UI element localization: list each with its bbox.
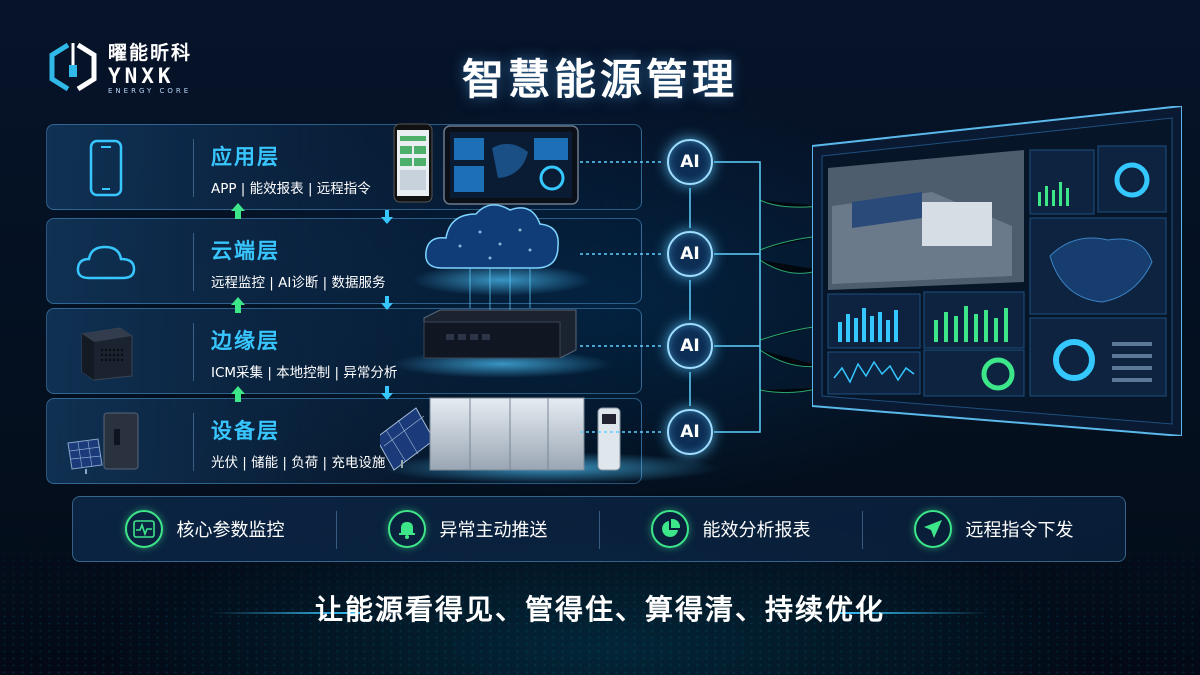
feature-item: 远程指令下发 bbox=[862, 497, 1125, 561]
layer-description: 远程监控 | AI诊断 | 数据服务 bbox=[211, 275, 386, 291]
feature-label: 异常主动推送 bbox=[439, 520, 548, 541]
feature-item: 异常主动推送 bbox=[336, 497, 599, 561]
layer-name: 边缘层 bbox=[211, 329, 280, 353]
feature-item: 能效分析报表 bbox=[599, 497, 862, 561]
down-arrow-icon bbox=[381, 210, 393, 224]
page-title: 智慧能源管理 bbox=[461, 55, 738, 104]
up-arrow-icon bbox=[231, 297, 245, 313]
pulse-monitor-icon bbox=[124, 510, 163, 548]
layer-name: 云端层 bbox=[211, 239, 280, 263]
architecture-illustration bbox=[380, 123, 720, 484]
feature-item: 核心参数监控 bbox=[73, 497, 336, 561]
ai-connectors bbox=[580, 161, 820, 433]
ynxk-logo-icon bbox=[49, 42, 97, 91]
up-arrow-icon bbox=[231, 203, 245, 219]
edge-box-icon bbox=[61, 317, 151, 387]
ai-node: AI bbox=[667, 323, 713, 369]
solar-storage-icon bbox=[61, 407, 151, 477]
slogan-line-left bbox=[210, 612, 360, 614]
down-arrow-icon bbox=[381, 386, 393, 400]
layer-name: 设备层 bbox=[211, 419, 280, 443]
slogan: 让能源看得见、管得住、算得清、持续优化 bbox=[314, 593, 885, 626]
layer-divider bbox=[193, 323, 194, 381]
layer-divider bbox=[193, 233, 194, 291]
pie-chart-icon bbox=[650, 510, 689, 548]
layer-divider bbox=[193, 139, 194, 197]
ai-node: AI bbox=[667, 409, 713, 455]
layer-description: 光伏 | 储能 | 负荷 | 充电设施 bbox=[211, 455, 386, 471]
up-arrow-icon bbox=[231, 386, 245, 402]
smartphone-icon bbox=[61, 133, 151, 203]
layer-description: APP | 能效报表 | 远程指令 bbox=[211, 181, 371, 197]
layer-divider bbox=[193, 413, 194, 471]
bell-icon bbox=[387, 510, 426, 548]
cloud-icon bbox=[61, 227, 151, 297]
ai-node: AI bbox=[667, 139, 713, 185]
send-icon bbox=[913, 510, 952, 548]
feature-label: 能效分析报表 bbox=[702, 520, 811, 541]
dashboard-monitor-image bbox=[812, 106, 1182, 436]
slogan-line-right bbox=[840, 612, 990, 614]
down-arrow-icon bbox=[381, 296, 393, 310]
ai-node: AI bbox=[667, 231, 713, 277]
brand-name-en: YNXK bbox=[108, 64, 175, 88]
brand-tagline: ENERGY CORE bbox=[108, 87, 192, 95]
layer-description: ICM采集 | 本地控制 | 异常分析 bbox=[211, 365, 398, 381]
brand-name-cn: 曜能昕科 bbox=[108, 42, 193, 64]
feature-label: 核心参数监控 bbox=[176, 520, 285, 541]
feature-label: 远程指令下发 bbox=[965, 520, 1074, 541]
feature-bar: 核心参数监控 异常主动推送 能效分析报表 远程指令下发 bbox=[72, 496, 1126, 562]
layer-name: 应用层 bbox=[211, 145, 280, 169]
phone-app-image bbox=[393, 123, 433, 203]
brand-logo: 曜能昕科 YNXK ENERGY CORE bbox=[48, 38, 192, 95]
tablet-dashboard-image bbox=[443, 125, 579, 205]
